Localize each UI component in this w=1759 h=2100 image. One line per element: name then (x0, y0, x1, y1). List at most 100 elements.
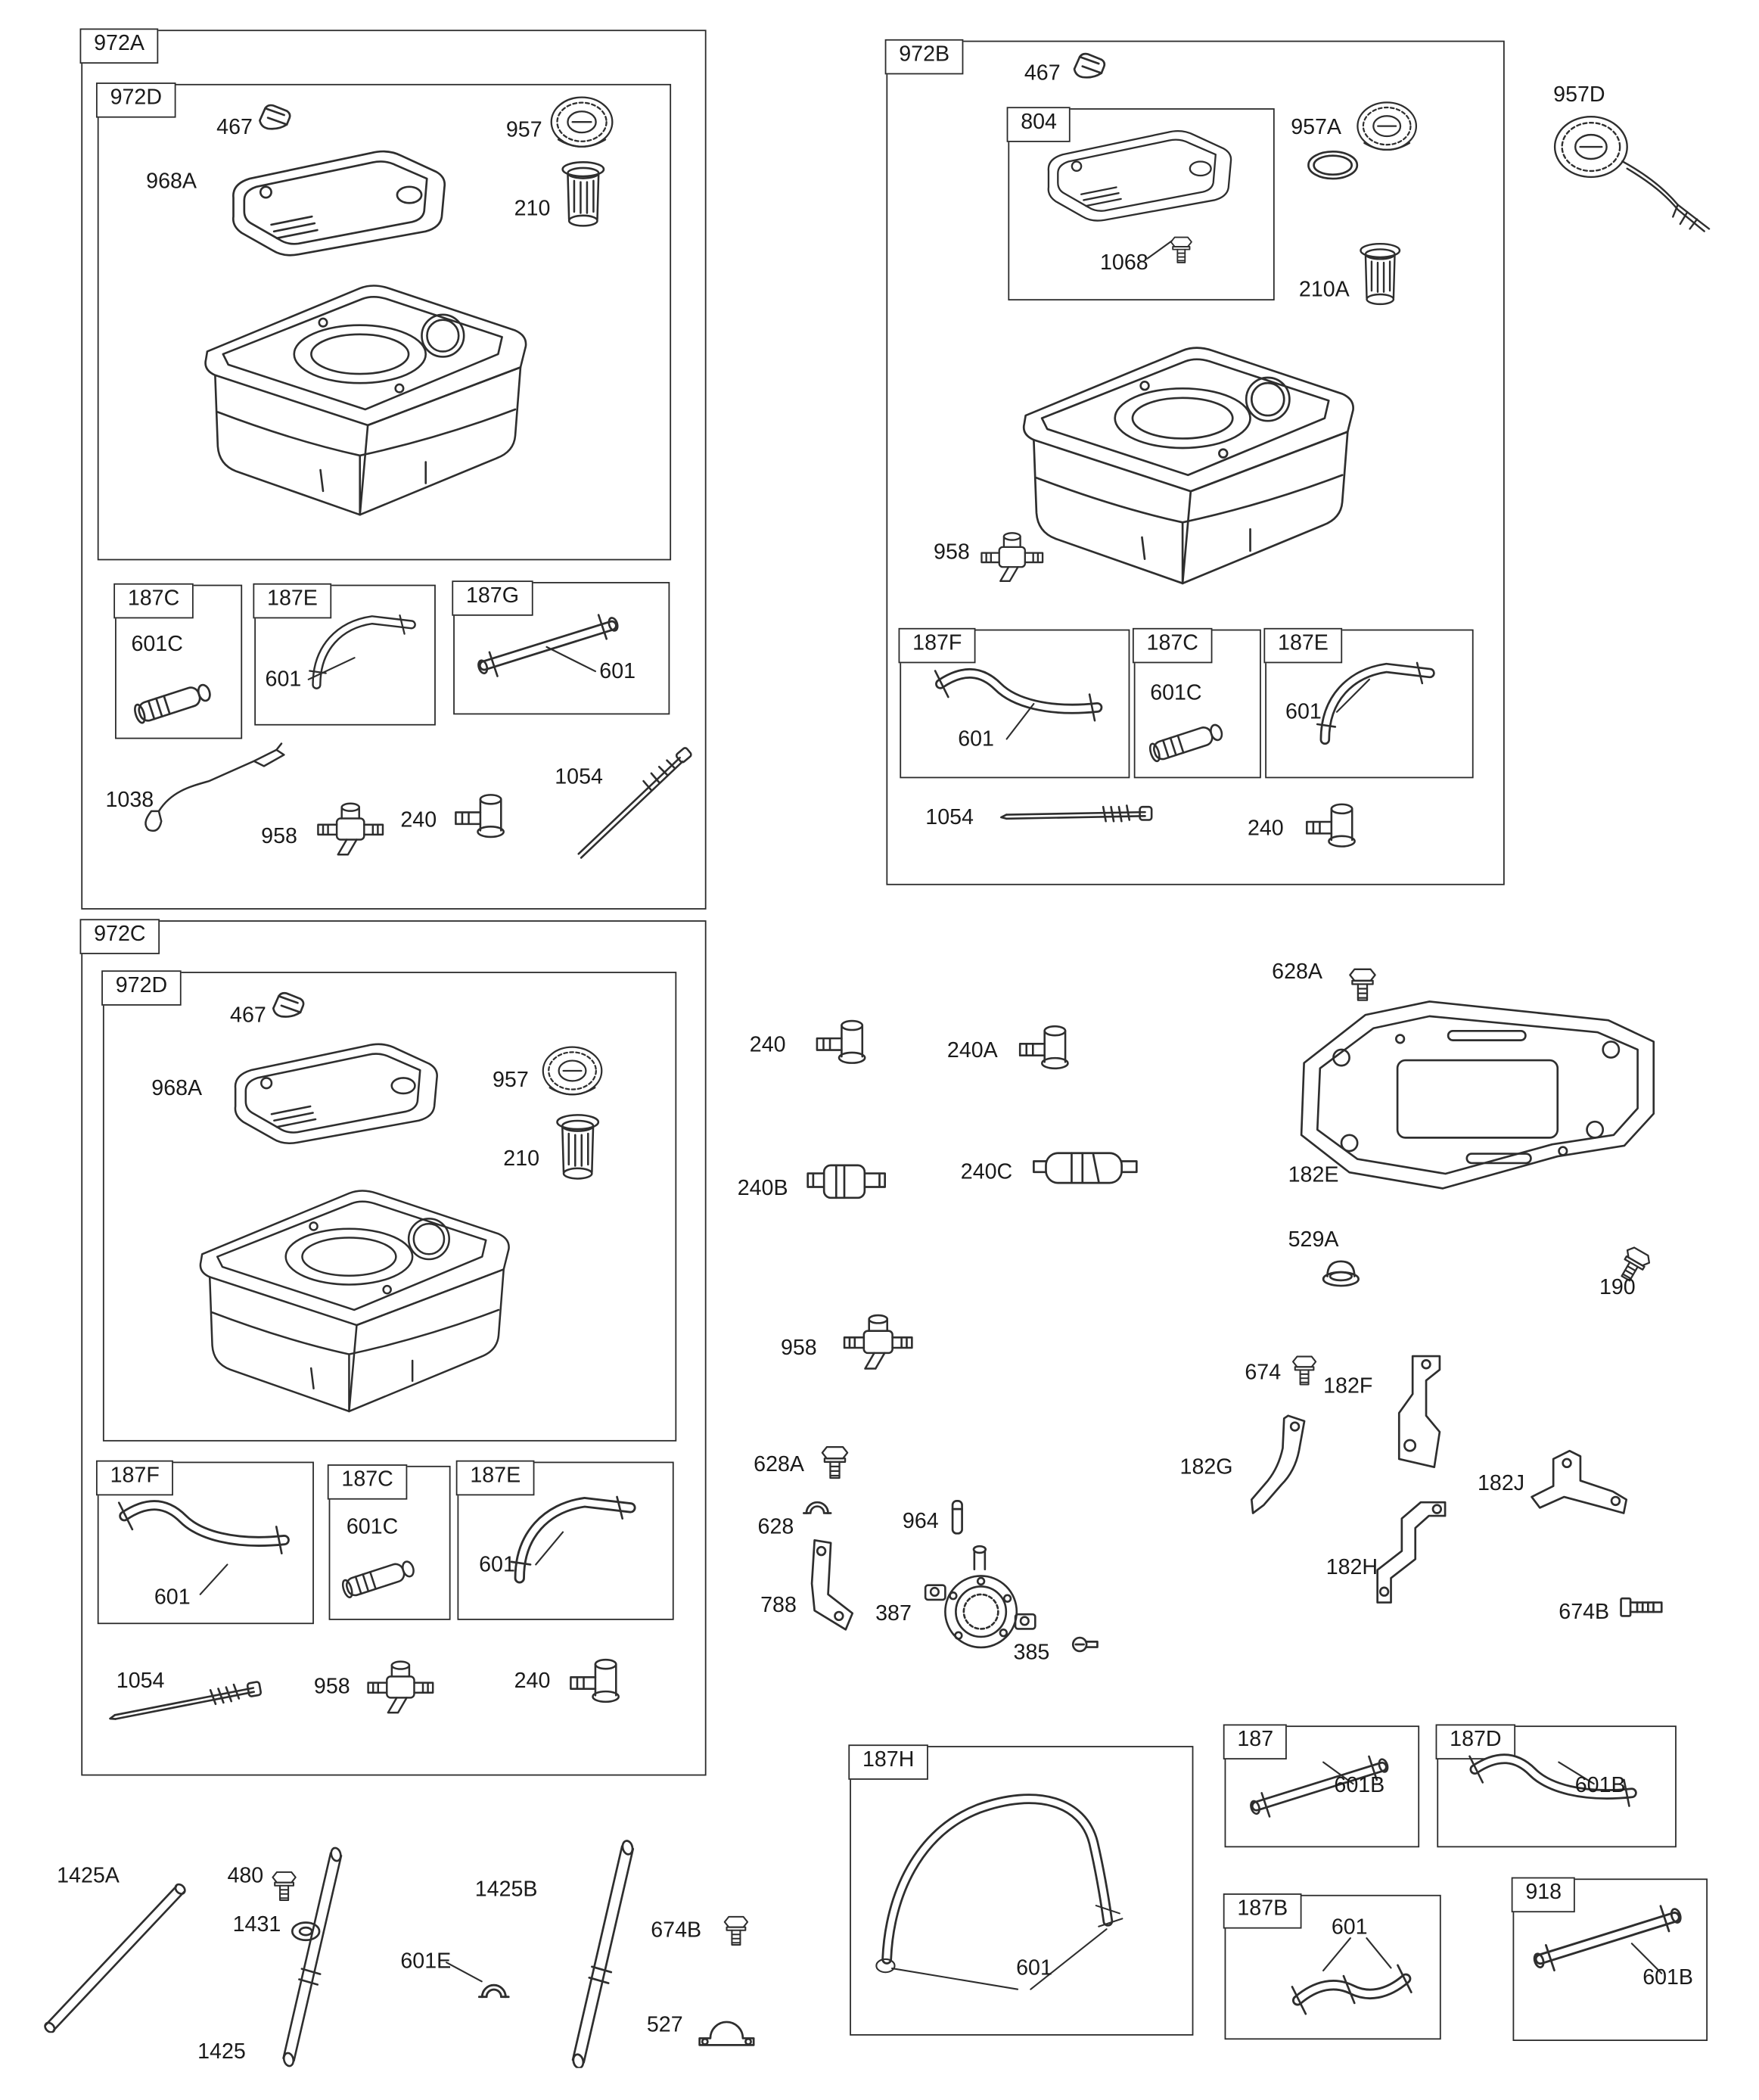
bolt-icon (1291, 1353, 1318, 1389)
rod-illustration (566, 739, 696, 863)
part-label-601: 601 (958, 728, 994, 751)
hose-illustration (925, 658, 1112, 736)
part-label-601: 601 (1331, 1916, 1368, 1940)
fuel-fitting-illustration (1142, 712, 1234, 772)
part-label-958: 958 (313, 1675, 350, 1699)
part-label-601C: 601C (346, 1516, 399, 1539)
callout-box-918: 918 (1512, 1878, 1708, 2041)
cap-with-lanyard-illustration (1537, 108, 1729, 241)
callout-box-187B: 187B (1223, 1893, 1441, 2040)
part-label-240A: 240A (946, 1039, 998, 1062)
part-label-1054: 1054 (555, 766, 603, 789)
box-tag-972D: 972D (96, 82, 176, 118)
part-label-240: 240 (400, 809, 437, 832)
bracket-illustration (798, 1535, 869, 1640)
part-label-601C: 601C (1150, 682, 1202, 705)
callout-box-187E-c: 187E (456, 1461, 674, 1620)
inline-filter-illustration (803, 1153, 890, 1210)
canister-filter-illustration (1031, 1142, 1139, 1193)
clip-icon (801, 1492, 834, 1521)
callout-box-187F-b: 187F (899, 628, 1130, 779)
part-label-529A: 529A (1288, 1228, 1339, 1252)
part-label-240: 240 (1247, 817, 1284, 841)
box-tag-187C: 187C (1133, 628, 1212, 663)
bracket-illustration (1526, 1442, 1631, 1523)
elbow-fitting-illustration (448, 789, 513, 849)
fuel-cap-icon (547, 92, 617, 154)
part-label-968A: 968A (151, 1077, 203, 1101)
part-label-601: 601 (265, 668, 302, 692)
part-label-480: 480 (227, 1865, 264, 1888)
callout-box-972B: 972B (885, 39, 1505, 885)
box-tag-187E: 187E (1264, 628, 1342, 663)
hose-illustration (1307, 649, 1448, 758)
part-label-601: 601 (599, 660, 636, 684)
callout-box-187D: 187D (1436, 1725, 1677, 1848)
box-tag-804: 804 (1007, 107, 1071, 142)
fuel-tank-illustration (151, 1148, 546, 1426)
part-label-182F: 182F (1323, 1375, 1373, 1398)
small-cap-icon (1069, 48, 1110, 81)
part-label-957A: 957A (1291, 116, 1342, 140)
elbow-fitting-illustration (1299, 798, 1364, 858)
fuel-line-tube-illustration (33, 1873, 192, 2033)
wire-link-illustration (132, 733, 297, 833)
pin-icon (947, 1497, 968, 1538)
part-label-957D: 957D (1553, 83, 1605, 107)
part-label-1431: 1431 (232, 1913, 281, 1937)
box-tag-972C: 972C (80, 919, 160, 954)
fuel-line-tube-illustration (536, 1835, 651, 2068)
box-tag-187B: 187B (1223, 1893, 1302, 1929)
fastener-icon (1169, 230, 1193, 271)
grommet-icon (1318, 1253, 1364, 1291)
part-label-467: 467 (216, 116, 253, 140)
callout-box-972A: 972A (80, 29, 707, 910)
part-label-788: 788 (760, 1594, 797, 1618)
fuel-filter-cup-icon (558, 157, 609, 235)
part-label-628A: 628A (754, 1453, 805, 1477)
hose-illustration (111, 1489, 298, 1570)
shutoff-valve-illustration (839, 1310, 918, 1375)
box-tag-187F: 187F (899, 628, 976, 663)
part-label-601E: 601E (400, 1950, 452, 1974)
hose-clamp-icon (477, 1974, 512, 2006)
hose-illustration (1282, 1938, 1420, 2022)
box-tag-972A: 972A (80, 29, 158, 64)
part-label-1425: 1425 (197, 2040, 246, 2064)
bolt-icon (820, 1442, 850, 1483)
part-label-1068: 1068 (1100, 251, 1148, 275)
part-label-387: 387 (875, 1602, 912, 1626)
part-label-467: 467 (230, 1004, 266, 1028)
tank-lid-illustration (211, 1034, 457, 1147)
part-label-601B: 601B (1642, 1966, 1694, 1990)
part-label-190: 190 (1599, 1276, 1636, 1299)
callout-box-187C-b: 187C (1133, 628, 1261, 779)
small-cap-icon (254, 100, 295, 132)
rod-illustration (999, 801, 1155, 826)
part-label-601: 601 (479, 1554, 515, 1577)
shutoff-valve-illustration (312, 798, 388, 860)
bolt-icon (723, 1911, 750, 1952)
box-tag-187E: 187E (253, 583, 331, 618)
fuel-fitting-illustration (127, 671, 222, 733)
gasket-icon (1304, 146, 1361, 184)
part-label-957: 957 (492, 1069, 529, 1093)
hose-illustration (501, 1483, 650, 1597)
fuel-line-tube-illustration (257, 1840, 350, 2067)
bracket-illustration (1366, 1492, 1453, 1608)
part-label-674B: 674B (651, 1919, 702, 1943)
box-tag-187C: 187C (113, 583, 194, 618)
part-label-601B: 601B (1574, 1774, 1626, 1798)
callout-box-187F-c: 187F (96, 1461, 314, 1625)
part-label-1425A: 1425A (57, 1865, 120, 1888)
box-tag-187: 187 (1223, 1725, 1288, 1759)
part-label-182H: 182H (1325, 1556, 1378, 1580)
box-tag-187D: 187D (1436, 1725, 1515, 1759)
shutoff-valve-illustration (362, 1657, 438, 1719)
part-label-1038: 1038 (105, 789, 154, 813)
bracket-illustration (1380, 1351, 1466, 1476)
part-label-527: 527 (646, 2014, 683, 2037)
callout-box-187: 187 (1223, 1725, 1420, 1848)
part-label-1054: 1054 (925, 806, 974, 830)
